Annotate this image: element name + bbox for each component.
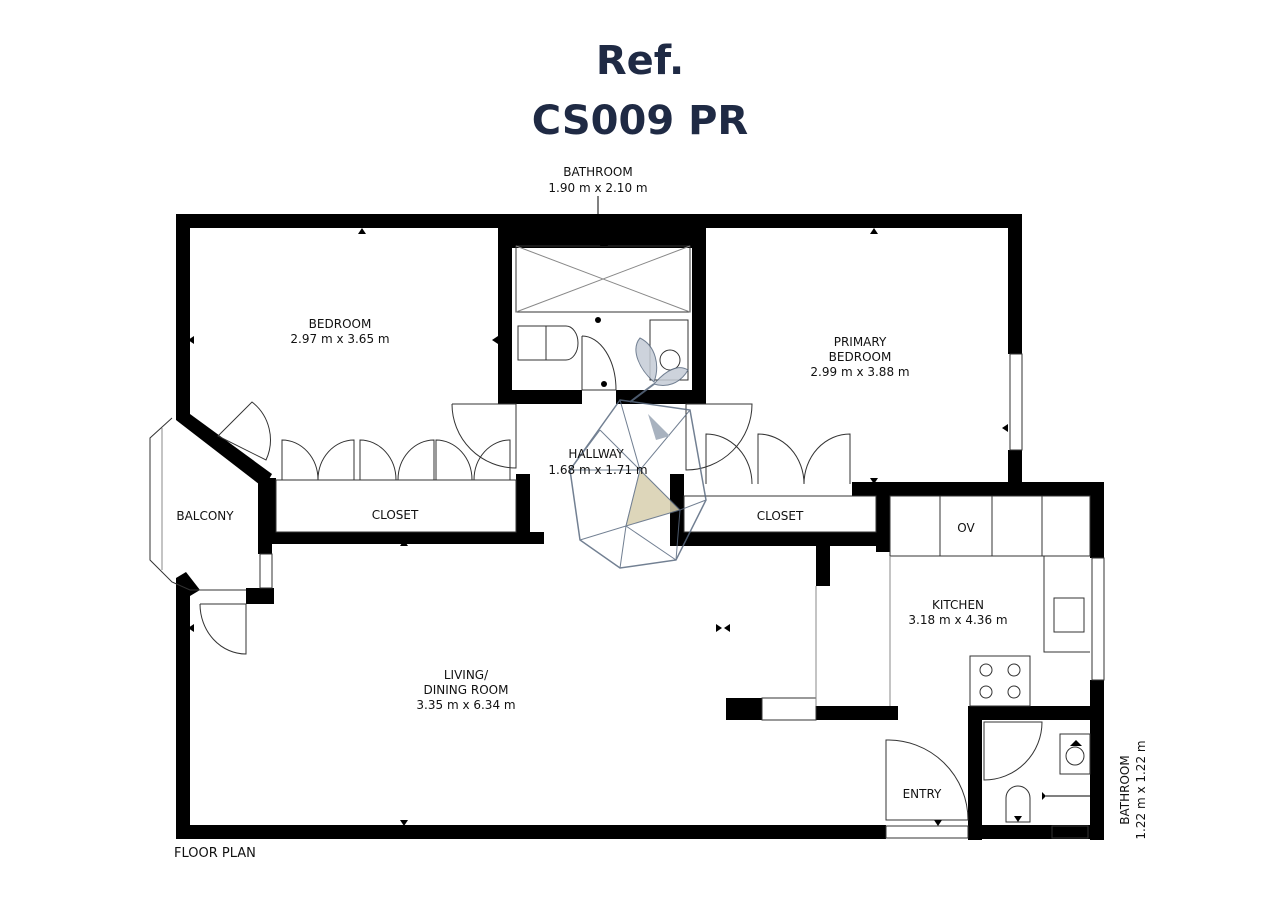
bathroom-top-size: 1.90 m x 2.10 m (548, 181, 647, 195)
watermark-logo-icon (569, 337, 707, 569)
dimension-markers (188, 196, 1101, 836)
living-name-1: LIVING/ (444, 668, 489, 682)
living-name-2: DINING ROOM (424, 683, 509, 697)
room-labels: BATHROOM 1.90 m x 2.10 m BEDROOM 2.97 m … (174, 165, 1148, 861)
closet-left-name: CLOSET (372, 508, 419, 522)
living-size: 3.35 m x 6.34 m (416, 698, 515, 712)
entry-name: ENTRY (903, 787, 942, 801)
bathroom-small-size: 1.22 m x 1.22 m (1134, 740, 1148, 839)
closet-right-name: CLOSET (757, 509, 804, 523)
reference-code: CS009 PR (531, 98, 749, 144)
bedroom-size: 2.97 m x 3.65 m (290, 332, 389, 346)
floor-plan-label: FLOOR PLAN (174, 846, 256, 861)
bathroom-small-name: BATHROOM (1118, 755, 1132, 824)
kitchen-name: KITCHEN (932, 598, 984, 612)
fixtures (149, 245, 1105, 839)
reference-label: Ref. (595, 38, 685, 84)
hallway-name: HALLWAY (568, 447, 624, 461)
bathroom-top-name: BATHROOM (563, 165, 632, 179)
hallway-size: 1.68 m x 1.71 m (548, 463, 647, 477)
primary-bedroom-name-2: BEDROOM (829, 350, 892, 364)
walls (176, 214, 1104, 840)
primary-bedroom-name-1: PRIMARY (834, 335, 887, 349)
balcony-name: BALCONY (176, 509, 234, 523)
oven-label: OV (957, 521, 975, 535)
primary-bedroom-size: 2.99 m x 3.88 m (810, 365, 909, 379)
kitchen-size: 3.18 m x 4.36 m (908, 613, 1007, 627)
bedroom-name: BEDROOM (309, 317, 372, 331)
